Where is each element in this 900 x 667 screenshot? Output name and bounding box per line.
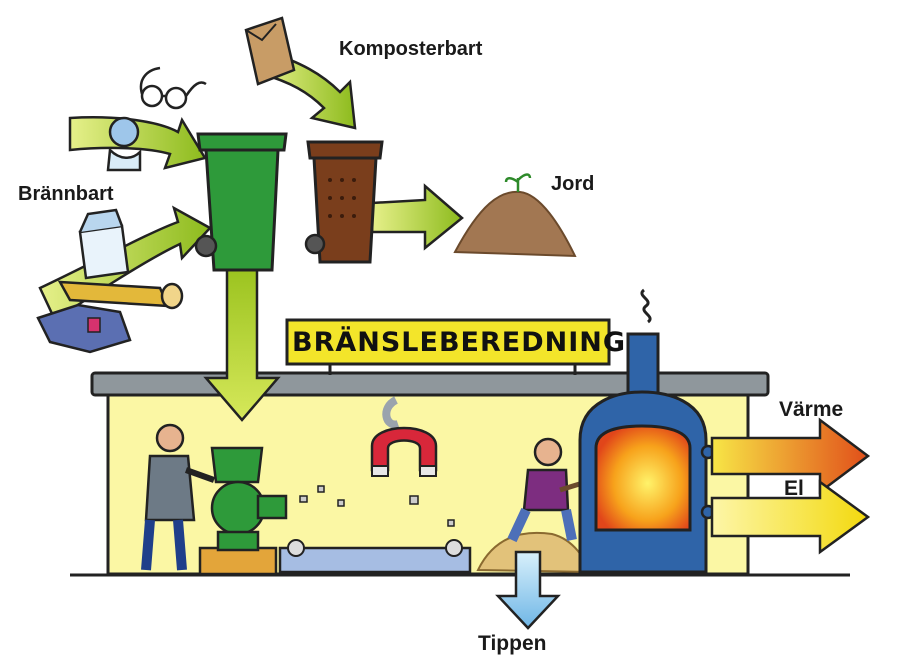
output-arrows — [495, 417, 871, 630]
compost-bin — [304, 140, 384, 264]
grinder-machine-icon — [198, 446, 288, 576]
label-varme: Värme — [779, 398, 844, 421]
label-komposterbart: Komposterbart — [339, 38, 483, 60]
worker-grinder-icon — [141, 423, 216, 571]
label-brannbart: Brännbart — [18, 183, 114, 205]
soil-pile-icon — [453, 173, 577, 258]
paper-bag-icon — [244, 16, 296, 86]
sign-board — [285, 318, 611, 375]
waste-items — [36, 16, 296, 354]
furnace-icon — [578, 288, 716, 574]
fabric-scrap-icon — [36, 303, 132, 354]
glasses-icon — [139, 66, 207, 110]
label-bransleberedning: BRÄNSLEBEREDNING — [292, 327, 627, 358]
label-jord: Jord — [551, 173, 595, 195]
green-waste-bin — [194, 132, 288, 272]
conveyor-belt-icon — [278, 485, 472, 574]
wood-log-icon — [57, 280, 184, 310]
toy-figure-icon — [106, 116, 142, 172]
label-tippen: Tippen — [478, 632, 547, 655]
milk-carton-icon — [78, 208, 130, 280]
label-el: El — [784, 477, 804, 500]
magnet-icon — [370, 396, 438, 477]
